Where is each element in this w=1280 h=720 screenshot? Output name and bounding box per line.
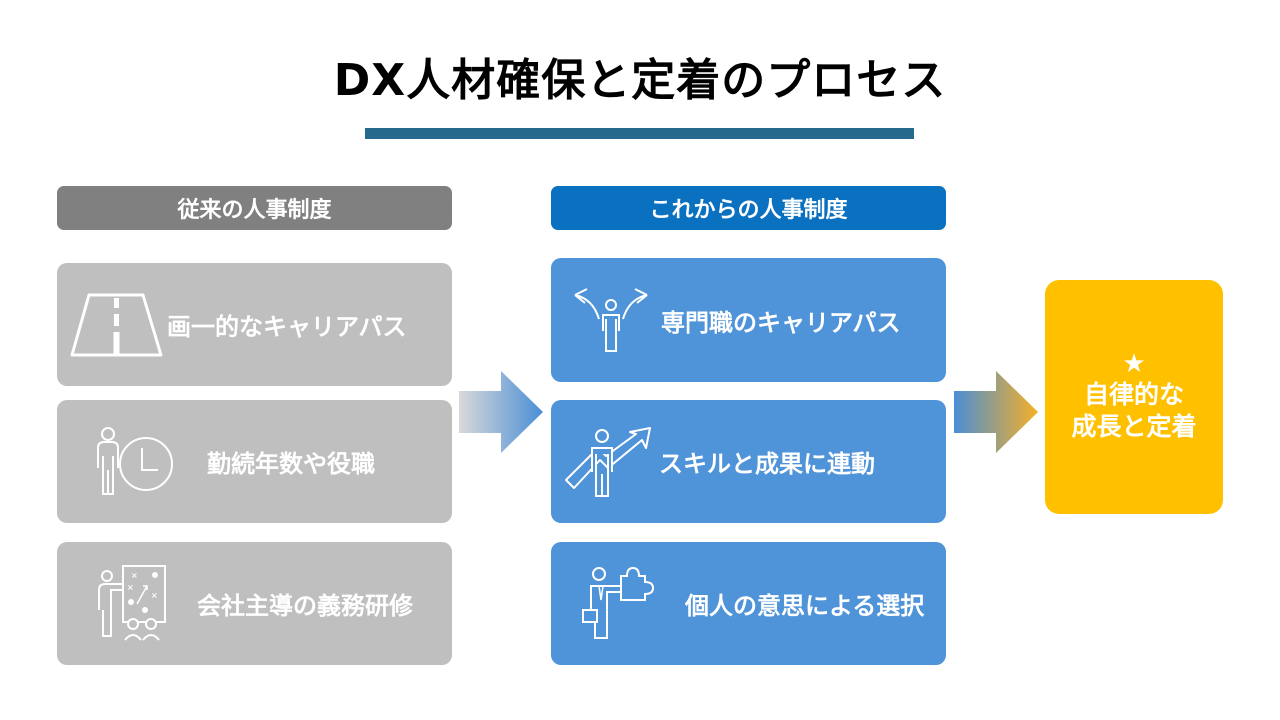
road-icon [67,275,167,375]
new-item-label: スキルと成果に連動 [659,450,875,478]
old-system-item: 勤続年数や役職 [57,400,452,523]
result-line-2: 成長と定着 [1071,412,1197,441]
svg-text:×: × [127,583,134,592]
title-underline [365,128,914,139]
old-item-label: 画一的なキャリアパス [167,313,407,341]
old-system-header-label: 従来の人事制度 [177,198,332,223]
old-system-item: 画一的なキャリアパス [57,263,452,386]
person-growth-arrow-icon [559,412,659,512]
person-puzzle-icon [569,554,669,654]
result-box: ★ 自律的な 成長と定着 [1045,280,1223,514]
person-clock-icon [85,412,185,512]
svg-text:×: × [151,591,158,600]
person-split-path-icon [561,270,661,370]
old-system-header: 従来の人事制度 [57,186,452,230]
new-system-header: これからの人事制度 [551,186,946,230]
new-system-item: 専門職のキャリアパス [551,258,946,382]
svg-text:×: × [131,571,138,580]
page-title: DX人材確保と定着のプロセス [333,55,947,106]
arrow-right-icon [459,371,543,453]
new-item-label: 個人の意思による選択 [685,592,925,620]
new-system-item: スキルと成果に連動 [551,400,946,523]
new-system-header-label: これからの人事制度 [649,198,848,223]
result-line-1: 自律的な [1083,379,1184,409]
arrow-right-icon [954,371,1038,453]
presentation-board-icon: × × × [85,554,185,654]
old-system-item: × × × 会社主導の義務研修 [57,542,452,665]
star-icon: ★ [1122,348,1146,379]
new-system-item: 個人の意思による選択 [551,542,946,665]
new-item-label: 専門職のキャリアパス [661,308,901,337]
old-item-label: 会社主導の義務研修 [197,592,413,620]
old-item-label: 勤続年数や役職 [207,450,375,478]
